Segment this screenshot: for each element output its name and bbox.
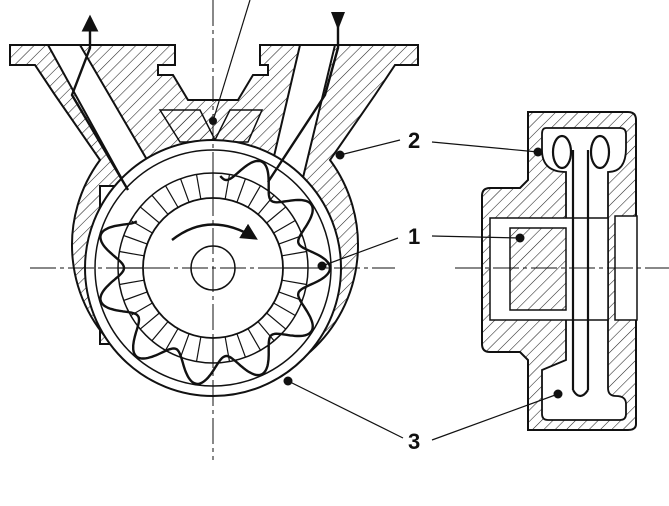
impeller-vane	[164, 185, 179, 208]
impeller-vane	[273, 219, 296, 234]
impeller-vane	[247, 328, 262, 351]
impeller-vane	[266, 312, 287, 330]
impeller-vane	[123, 291, 148, 302]
outflow-arrow	[70, 14, 130, 191]
callout-label-2: 2	[408, 128, 420, 153]
impeller-vane	[236, 178, 247, 203]
front-section-view	[9, 0, 419, 460]
side-shaft-hub	[509, 227, 567, 311]
impeller-vane	[139, 312, 160, 330]
impeller-vane	[179, 333, 190, 358]
side-circulation-loops	[551, 134, 611, 398]
impeller-vane	[119, 279, 145, 286]
impeller-vane	[119, 250, 145, 257]
callout-label-1: 1	[408, 224, 420, 249]
side-section-view	[455, 111, 669, 431]
impeller-vanes	[118, 173, 308, 363]
callout-label-3: 3	[408, 429, 420, 454]
impeller-vane	[179, 178, 190, 203]
rotation-arrow	[171, 223, 258, 241]
impeller-vane	[151, 321, 169, 342]
impeller-vane	[123, 234, 148, 245]
impeller-vane	[151, 194, 169, 215]
impeller-vane	[281, 279, 307, 286]
inflow-arrowhead	[331, 12, 345, 30]
impeller-vane	[257, 194, 275, 215]
front-centerlines	[30, 0, 395, 460]
flow-path-wave	[99, 159, 332, 386]
impeller-vane	[257, 321, 275, 342]
impeller-vane	[281, 250, 307, 257]
impeller-vane	[236, 333, 247, 358]
impeller-vane	[266, 206, 287, 224]
impeller-vane	[273, 302, 296, 317]
impeller-vane	[247, 185, 262, 208]
top-leader-line	[212, 0, 251, 122]
callout-leaders	[287, 139, 559, 441]
impeller-vane	[195, 336, 202, 362]
impeller-vane	[139, 206, 160, 224]
impeller-vane	[195, 174, 202, 200]
impeller-vane	[164, 328, 179, 351]
